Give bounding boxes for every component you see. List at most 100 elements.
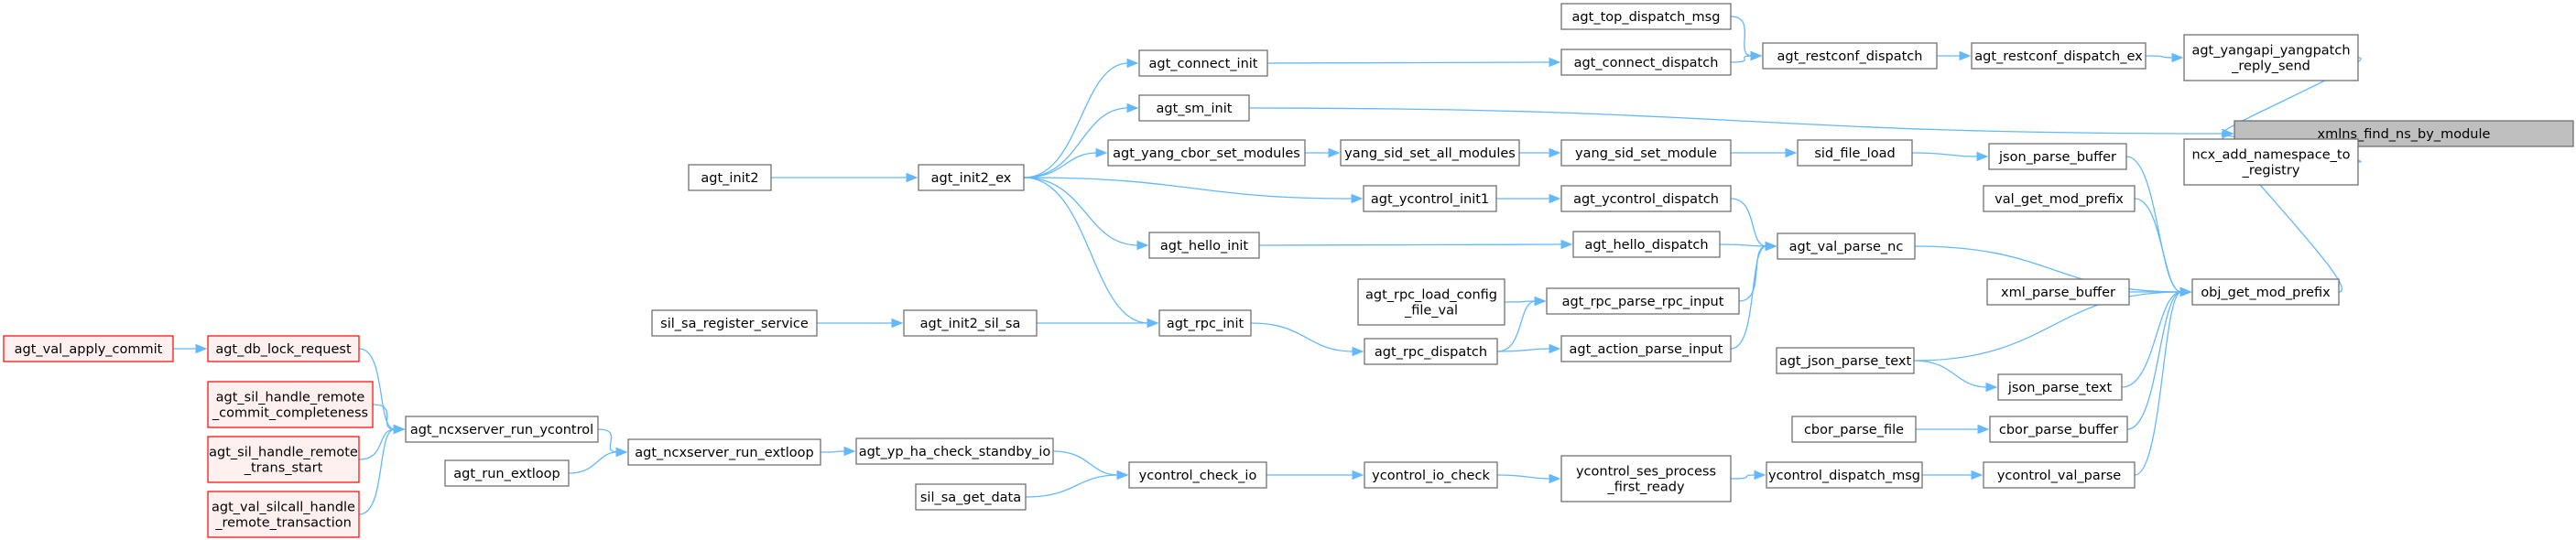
graph-node-agt-json-parse-text[interactable]: agt_json_parse_text bbox=[1776, 347, 1915, 374]
node-box[interactable] bbox=[1560, 49, 1732, 76]
graph-node-agt-yp-ha-check-standby-io[interactable]: agt_yp_ha_check_standby_io bbox=[855, 437, 1054, 465]
graph-node-val-get-mod-prefix[interactable]: val_get_mod_prefix bbox=[1983, 185, 2136, 212]
graph-node-agt-sm-init[interactable]: agt_sm_init bbox=[1138, 94, 1250, 122]
graph-node-agt-init2-ex[interactable]: agt_init2_ex bbox=[918, 164, 1025, 191]
graph-node-agt-connect-dispatch[interactable]: agt_connect_dispatch bbox=[1560, 49, 1732, 76]
graph-node-agt-val-parse-nc[interactable]: agt_val_parse_nc bbox=[1777, 232, 1916, 260]
node-box[interactable] bbox=[627, 438, 821, 466]
node-label: ycontrol_check_io bbox=[1139, 469, 1257, 483]
node-box[interactable] bbox=[207, 335, 360, 362]
node-box[interactable] bbox=[207, 491, 360, 538]
graph-node-agt-rpc-init[interactable]: agt_rpc_init bbox=[1158, 309, 1252, 337]
graph-node-yang-sid-set-module[interactable]: yang_sid_set_module bbox=[1560, 139, 1732, 167]
graph-node-sid-file-load[interactable]: sid_file_load bbox=[1797, 139, 1913, 167]
graph-node-agt-yang-cbor-set-modules[interactable]: agt_yang_cbor_set_modules bbox=[1107, 139, 1306, 167]
node-box[interactable] bbox=[1560, 139, 1732, 167]
node-box[interactable] bbox=[915, 483, 1027, 511]
node-box[interactable] bbox=[1357, 278, 1505, 326]
graph-node-xml-parse-buffer[interactable]: xml_parse_buffer bbox=[1986, 278, 2130, 306]
graph-node-agt-rpc-dispatch[interactable]: agt_rpc_dispatch bbox=[1364, 338, 1498, 365]
node-box[interactable] bbox=[1107, 139, 1306, 167]
node-box[interactable] bbox=[1983, 461, 2136, 489]
graph-node-ycontrol-ses-process-first-ready[interactable]: ycontrol_ses_process_first_ready bbox=[1560, 455, 1732, 502]
node-box[interactable] bbox=[1572, 231, 1721, 258]
node-box[interactable] bbox=[918, 164, 1025, 191]
graph-node-agt-hello-dispatch[interactable]: agt_hello_dispatch bbox=[1572, 231, 1721, 258]
graph-node-agt-yangapi-yangpatch-reply-send[interactable]: agt_yangapi_yangpatch_reply_send bbox=[2183, 34, 2359, 81]
graph-node-yang-sid-set-all-modules[interactable]: yang_sid_set_all_modules bbox=[1340, 139, 1520, 167]
node-box[interactable] bbox=[2191, 278, 2340, 306]
node-box[interactable] bbox=[651, 309, 818, 337]
node-box[interactable] bbox=[1797, 139, 1913, 167]
node-box[interactable] bbox=[1776, 347, 1915, 374]
graph-node-agt-run-extloop[interactable]: agt_run_extloop bbox=[444, 459, 570, 487]
graph-node-agt-action-parse-input[interactable]: agt_action_parse_input bbox=[1560, 335, 1732, 362]
graph-node-ncx-add-namespace-to-registry[interactable]: ncx_add_namespace_to_registry bbox=[2183, 138, 2359, 186]
graph-node-sil-sa-get-data[interactable]: sil_sa_get_data bbox=[915, 483, 1027, 511]
graph-node-agt-db-lock-request[interactable]: agt_db_lock_request bbox=[207, 335, 360, 362]
node-box[interactable] bbox=[1971, 42, 2147, 70]
graph-node-ycontrol-check-io[interactable]: ycontrol_check_io bbox=[1128, 461, 1267, 489]
graph-node-sil-sa-register-service[interactable]: sil_sa_register_service bbox=[651, 309, 818, 337]
node-box[interactable] bbox=[1138, 49, 1268, 77]
node-box[interactable] bbox=[1364, 461, 1498, 489]
graph-node-agt-rpc-load-config-file-val[interactable]: agt_rpc_load_config_file_val bbox=[1357, 278, 1505, 326]
node-box[interactable] bbox=[1791, 416, 1917, 443]
graph-node-json-parse-text[interactable]: json_parse_text bbox=[1997, 373, 2123, 401]
node-box[interactable] bbox=[207, 436, 360, 483]
graph-node-agt-ncxserver-run-ycontrol[interactable]: agt_ncxserver_run_ycontrol bbox=[405, 416, 599, 443]
graph-node-agt-restconf-dispatch-ex[interactable]: agt_restconf_dispatch_ex bbox=[1971, 42, 2147, 70]
graph-node-agt-init2-sil-sa[interactable]: agt_init2_sil_sa bbox=[903, 309, 1038, 337]
graph-node-cbor-parse-buffer[interactable]: cbor_parse_buffer bbox=[1989, 416, 2128, 443]
graph-node-agt-hello-init[interactable]: agt_hello_init bbox=[1148, 232, 1260, 259]
graph-node-agt-init2[interactable]: agt_init2 bbox=[688, 164, 772, 191]
graph-node-agt-sil-handle-remote-trans-start[interactable]: agt_sil_handle_remote_trans_start bbox=[207, 436, 360, 483]
node-box[interactable] bbox=[3, 335, 174, 362]
graph-node-agt-ncxserver-run-extloop[interactable]: agt_ncxserver_run_extloop bbox=[627, 438, 821, 466]
graph-node-agt-rpc-parse-rpc-input[interactable]: agt_rpc_parse_rpc_input bbox=[1546, 287, 1740, 315]
node-box[interactable] bbox=[1138, 94, 1250, 122]
node-box[interactable] bbox=[1364, 338, 1498, 365]
node-box[interactable] bbox=[1989, 416, 2128, 443]
graph-node-agt-ycontrol-init1[interactable]: agt_ycontrol_init1 bbox=[1363, 185, 1497, 212]
node-box[interactable] bbox=[1766, 461, 1923, 489]
node-box[interactable] bbox=[1128, 461, 1267, 489]
node-box[interactable] bbox=[405, 416, 599, 443]
node-box[interactable] bbox=[1986, 278, 2130, 306]
node-box[interactable] bbox=[1560, 335, 1732, 362]
node-box[interactable] bbox=[207, 381, 374, 428]
graph-node-agt-sil-handle-remote-commit-completeness[interactable]: agt_sil_handle_remote_commit_completenes… bbox=[207, 381, 374, 428]
node-box[interactable] bbox=[2183, 138, 2359, 186]
edge-arrowhead bbox=[1765, 241, 1777, 252]
graph-node-agt-ycontrol-dispatch[interactable]: agt_ycontrol_dispatch bbox=[1560, 185, 1732, 212]
node-box[interactable] bbox=[1560, 3, 1732, 30]
node-box[interactable] bbox=[1363, 185, 1497, 212]
node-box[interactable] bbox=[2183, 34, 2359, 81]
graph-node-ycontrol-val-parse[interactable]: ycontrol_val_parse bbox=[1983, 461, 2136, 489]
node-box[interactable] bbox=[1762, 42, 1938, 70]
node-box[interactable] bbox=[903, 309, 1038, 337]
node-box[interactable] bbox=[855, 437, 1054, 465]
graph-node-json-parse-buffer[interactable]: json_parse_buffer bbox=[1988, 143, 2127, 170]
graph-node-agt-val-apply-commit[interactable]: agt_val_apply_commit bbox=[3, 335, 174, 362]
node-box[interactable] bbox=[1997, 373, 2123, 401]
graph-node-obj-get-mod-prefix[interactable]: obj_get_mod_prefix bbox=[2191, 278, 2340, 306]
graph-node-ycontrol-io-check[interactable]: ycontrol_io_check bbox=[1364, 461, 1498, 489]
node-box[interactable] bbox=[444, 459, 570, 487]
graph-node-ycontrol-dispatch-msg[interactable]: ycontrol_dispatch_msg bbox=[1766, 461, 1923, 489]
node-box[interactable] bbox=[1560, 455, 1732, 502]
graph-node-agt-val-silcall-handle-remote-transaction[interactable]: agt_val_silcall_handle_remote_transactio… bbox=[207, 491, 360, 538]
node-box[interactable] bbox=[1983, 185, 2136, 212]
graph-node-agt-connect-init[interactable]: agt_connect_init bbox=[1138, 49, 1268, 77]
node-box[interactable] bbox=[1148, 232, 1260, 259]
node-box[interactable] bbox=[1340, 139, 1520, 167]
node-box[interactable] bbox=[1546, 287, 1740, 315]
node-box[interactable] bbox=[1988, 143, 2127, 170]
graph-node-agt-restconf-dispatch[interactable]: agt_restconf_dispatch bbox=[1762, 42, 1938, 70]
graph-node-agt-top-dispatch-msg[interactable]: agt_top_dispatch_msg bbox=[1560, 3, 1732, 30]
node-box[interactable] bbox=[1560, 185, 1732, 212]
node-box[interactable] bbox=[688, 164, 772, 191]
node-box[interactable] bbox=[1158, 309, 1252, 337]
graph-node-cbor-parse-file[interactable]: cbor_parse_file bbox=[1791, 416, 1917, 443]
node-box[interactable] bbox=[1777, 232, 1916, 260]
